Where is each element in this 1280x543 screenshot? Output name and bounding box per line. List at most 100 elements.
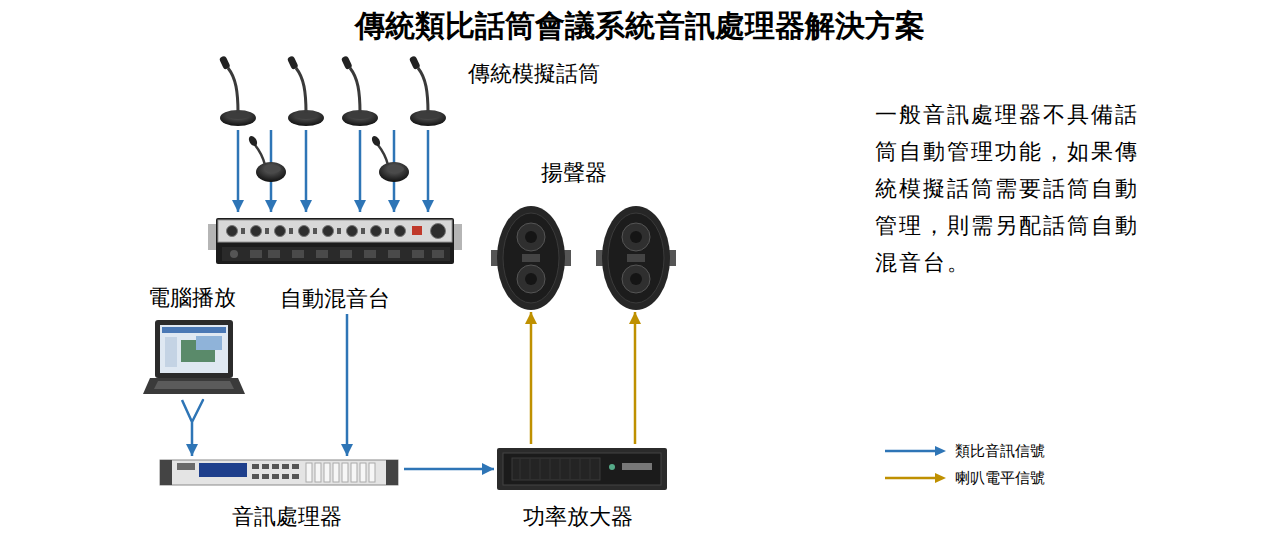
button <box>252 464 259 469</box>
legend-line <box>885 477 937 480</box>
led <box>361 228 365 234</box>
knob <box>395 226 406 237</box>
gooseneck-mic <box>287 55 324 126</box>
jack <box>340 250 352 258</box>
window-bar <box>162 327 226 333</box>
speaker <box>596 206 676 310</box>
jack <box>316 250 328 258</box>
amplifier-device <box>497 448 667 490</box>
automixer-device <box>208 218 462 264</box>
automixer-unit: 自動混音台 <box>208 212 462 314</box>
device-label: 功率放大器 <box>523 504 633 530</box>
button <box>282 464 289 469</box>
legend-text: 類比音訊信號 <box>955 441 1045 461</box>
amp-front <box>503 453 661 485</box>
rack-ear <box>386 460 398 485</box>
jack <box>292 250 304 258</box>
knob <box>299 226 310 237</box>
jack <box>412 250 424 258</box>
indicator <box>609 464 615 470</box>
window-sidebar <box>165 337 177 367</box>
meter <box>315 463 321 482</box>
led <box>265 228 269 234</box>
amp-chassis <box>497 448 667 490</box>
meter <box>342 463 348 482</box>
button <box>272 474 279 479</box>
knob <box>251 226 262 237</box>
button <box>292 474 299 479</box>
signal-arrow <box>305 130 308 212</box>
laptop <box>143 320 245 394</box>
device-label: 電腦播放 <box>148 285 236 311</box>
button <box>272 464 279 469</box>
legend-arrow <box>885 471 947 485</box>
laptop-lid <box>155 320 233 378</box>
meter <box>369 463 375 482</box>
chassis <box>216 218 454 264</box>
led <box>289 228 293 234</box>
master-knob <box>431 224 446 239</box>
gooseneck-mic <box>409 55 446 126</box>
window-panel <box>196 336 222 350</box>
jack <box>268 250 280 258</box>
rack-ear <box>160 460 172 485</box>
knob <box>227 226 238 237</box>
jack <box>364 250 376 258</box>
led <box>385 228 389 234</box>
meter <box>351 463 357 482</box>
jack <box>230 250 238 258</box>
rear-panel <box>222 247 450 261</box>
jack <box>250 250 262 258</box>
display <box>199 463 247 477</box>
button <box>262 464 269 469</box>
button <box>252 474 259 479</box>
legend-arrowhead <box>935 473 946 483</box>
led <box>313 228 317 234</box>
signal-arrow <box>237 130 240 212</box>
led <box>241 228 245 234</box>
boundary-mic <box>370 134 409 182</box>
note-block: 一般音訊處理器不具備話筒自動管理功能，如果傳統模擬話筒需要話筒自動管理，則需另配… <box>875 96 1147 281</box>
jack <box>388 250 400 258</box>
legend-arrowhead <box>935 446 946 456</box>
signal-arrow <box>530 312 533 444</box>
knob <box>323 226 334 237</box>
amp-grille <box>512 458 600 480</box>
knob <box>371 226 382 237</box>
legend-text: 喇叭電平信號 <box>955 468 1045 488</box>
title-block: 傳統類比話筒會議系統音訊處理器解決方案 <box>0 8 1280 44</box>
speaker-pair: 揚聲器 <box>478 160 670 312</box>
logo-plate <box>177 463 195 470</box>
legend-entry: 喇叭電平信號 <box>885 468 1045 488</box>
legend-arrow <box>885 444 947 458</box>
speaker <box>491 206 571 310</box>
signal-arrow <box>427 130 430 212</box>
gooseneck-mic <box>219 55 256 126</box>
signal-arrow <box>182 400 203 456</box>
device-label: 傳統模擬話筒 <box>468 61 600 87</box>
signal-arrow <box>634 312 637 444</box>
processor-device <box>160 460 398 485</box>
signal-arrow <box>404 468 494 471</box>
grille-lines <box>520 459 590 479</box>
device-label: 自動混音台 <box>280 286 390 312</box>
laptop-base <box>143 378 245 394</box>
diagram-title: 傳統類比話筒會議系統音訊處理器解決方案 <box>0 8 1280 44</box>
button <box>292 464 299 469</box>
microphone-group: 傳統模擬話筒 <box>215 55 610 130</box>
audio-processor: 音訊處理器 <box>170 456 404 534</box>
meter <box>360 463 366 482</box>
device-label: 音訊處理器 <box>232 504 342 530</box>
jack <box>432 250 444 258</box>
gooseneck-mic <box>341 55 378 126</box>
legend-entry: 類比音訊信號 <box>885 441 1045 461</box>
power-amplifier: 功率放大器 <box>494 444 662 534</box>
signal-arrow <box>346 314 349 456</box>
button <box>282 474 289 479</box>
note-text: 一般音訊處理器不具備話筒自動管理功能，如果傳統模擬話筒需要話筒自動管理，則需另配… <box>875 96 1147 281</box>
meter <box>333 463 339 482</box>
signal-arrow <box>359 130 362 212</box>
